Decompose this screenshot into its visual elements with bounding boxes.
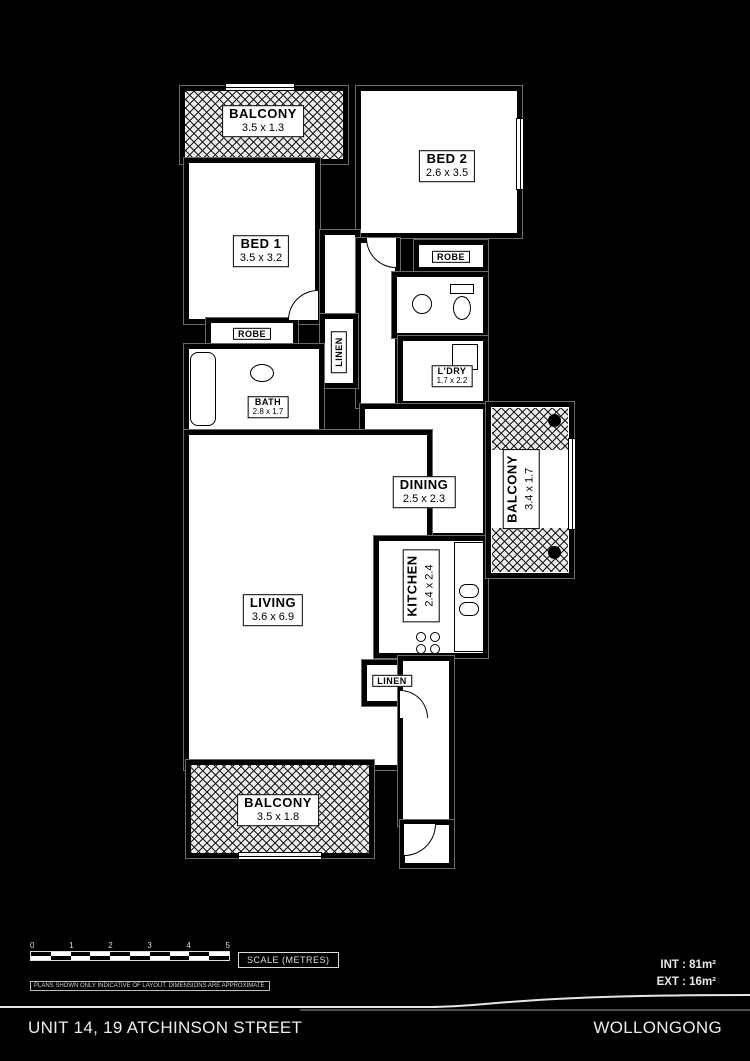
room-entry-corridor [398,656,454,826]
room-label-robe-bed1: ROBE [232,327,272,341]
bathtub-icon [190,352,216,426]
internal-area: INT : 81m² [660,959,716,971]
toilet-bowl-icon [453,296,471,320]
window [516,118,524,190]
external-area: EXT : 16m² [656,975,716,988]
scale-tick: 4 [186,941,191,950]
toilet-tank-icon [450,284,474,294]
room-label-linen-hall: LINEN [330,331,348,373]
room-label-balcony-right: BALCONY 3.4 x 1.7 [502,449,540,529]
room-label-linen-living: LINEN [372,674,412,688]
scale-tick: 2 [108,941,113,950]
stove-burner-icon [416,632,426,642]
scale-bar-segments [30,951,230,961]
balcony-right-hatch-top [492,408,568,450]
room-hall-center [320,230,360,318]
room-label-dining: DINING 2.5 x 2.3 [392,476,456,508]
stove-burner-icon [430,644,440,654]
room-label-kitchen: KITCHEN 2.4 x 2.4 [402,549,440,623]
area-summary: INT : 81m² EXT : 16m² [657,957,716,990]
basin-icon [412,294,432,314]
disclaimer-text: PLANS SHOWN ONLY INDICATIVE OF LAYOUT. D… [30,981,270,991]
footer-suburb: WOLLONGONG [593,1018,722,1037]
window [238,852,322,860]
stove-burner-icon [430,632,440,642]
scale-tick: 3 [147,941,152,950]
room-label-living: LIVING 3.6 x 6.9 [242,594,304,626]
footer-address: UNIT 14, 19 ATCHINSON STREET [28,1018,303,1037]
column-dot-bottom [548,546,561,559]
window [568,438,576,530]
balcony-right-hatch-bottom [492,528,568,572]
room-label-bed2: BED 2 2.6 x 3.5 [418,150,476,182]
column-dot-top [548,414,561,427]
room-wc [392,272,488,338]
stove-burner-icon [416,644,426,654]
room-label-balcony-top: BALCONY 3.5 x 1.3 [222,105,304,137]
room-living [184,430,432,770]
kitchen-sink-icon [459,602,479,616]
scale-bar: 0 1 2 3 4 5 [30,941,230,961]
scale-caption: SCALE (METRES) [238,952,339,968]
window [225,83,295,91]
scale-tick: 1 [69,941,74,950]
room-label-laundry: L'DRY 1.7 x 2.2 [431,365,473,387]
sink-icon [250,364,274,382]
scale-tick: 0 [30,941,35,950]
room-label-balcony-bottom: BALCONY 3.5 x 1.8 [237,794,319,826]
scale-tick: 5 [225,941,230,950]
room-label-bed1: BED 1 3.5 x 3.2 [232,235,290,267]
scale-ticks: 0 1 2 3 4 5 [30,941,230,950]
footer-divider [0,994,750,1011]
kitchen-sink-icon [459,584,479,598]
room-label-bath: BATH 2.8 x 1.7 [247,396,289,418]
room-label-robe-bed2: ROBE [431,250,471,264]
